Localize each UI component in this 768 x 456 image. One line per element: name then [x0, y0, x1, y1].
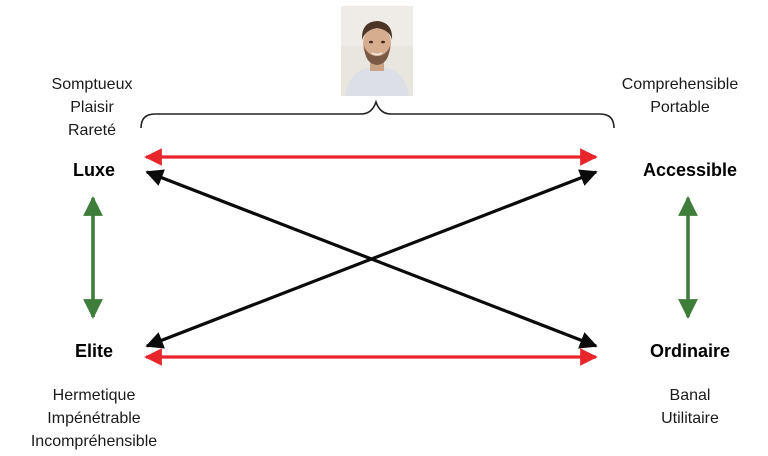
elite-descriptor: Hermetique	[52, 387, 136, 404]
contradictory-arrow-accessible-elite	[145, 169, 598, 349]
top-brace	[140, 99, 615, 129]
elite-descriptor: Impénétrable	[47, 410, 141, 427]
luxe-descriptor: Somptueux	[51, 76, 133, 93]
ordinaire-descriptor: Banal	[669, 387, 711, 404]
accessible-descriptor: Comprehensible	[621, 76, 739, 93]
node-label-elite: Elite	[74, 341, 113, 361]
ordinaire-descriptor: Utilitaire	[661, 410, 719, 427]
elite-descriptors: Hermetique Impénétrable Incompréhensible	[4, 384, 184, 453]
luxe-descriptor: Rareté	[67, 122, 117, 139]
ordinaire-descriptors: Banal Utilitaire	[620, 384, 760, 430]
person-portrait-icon	[341, 6, 413, 96]
luxe-descriptors: Somptueux Plaisir Rareté	[22, 73, 162, 142]
accessible-descriptors: Comprehensible Portable	[600, 73, 760, 119]
node-label-luxe: Luxe	[72, 160, 115, 180]
node-label-ordinaire: Ordinaire	[649, 341, 731, 361]
node-label-accessible: Accessible	[642, 160, 738, 180]
luxe-descriptor: Plaisir	[70, 99, 114, 116]
accessible-descriptor: Portable	[650, 99, 710, 116]
elite-descriptor: Incompréhensible	[30, 433, 158, 450]
